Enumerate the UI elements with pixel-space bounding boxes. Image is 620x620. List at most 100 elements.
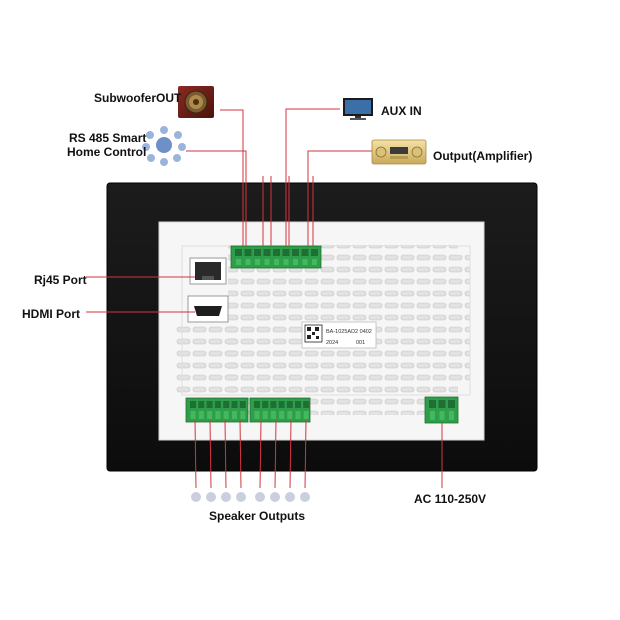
terminal-slot [302, 259, 308, 265]
terminal-screw [190, 401, 196, 408]
subwoofer-speaker-icon [178, 86, 214, 118]
terminal-slot [295, 411, 301, 419]
terminal-slot [190, 411, 196, 419]
terminal-slot [283, 259, 289, 265]
callout-speaker [259, 419, 262, 489]
terminal-slot [262, 411, 268, 419]
sticker-model: BA-1025AD2 0402 [326, 329, 372, 335]
terminal-slot [439, 411, 445, 420]
terminal-screw [254, 249, 261, 256]
label-rs485-line1: RS 485 Smart [69, 131, 147, 145]
terminal-screw [214, 401, 221, 408]
terminal-screw [278, 401, 285, 408]
terminal-screw [270, 401, 277, 408]
terminal-screw [223, 401, 230, 408]
terminal-slot [240, 411, 246, 419]
label-aux-in: AUX IN [381, 104, 422, 118]
callout-rs485 [186, 150, 247, 246]
terminal-slot [245, 259, 251, 265]
terminal-screw [262, 401, 269, 408]
terminal-slot [254, 411, 260, 419]
terminal-slot [303, 411, 309, 419]
callout-aux-in [285, 108, 340, 246]
speaker-output-dots [191, 492, 310, 502]
callout-speaker [304, 419, 307, 489]
vent-grid-lower-left [176, 325, 236, 395]
terminal-screw [295, 401, 301, 408]
label-rj45: Rj45 Port [34, 273, 87, 287]
terminal-slot [232, 411, 237, 419]
callout-speaker [239, 419, 242, 489]
callout-speaker [274, 419, 277, 489]
terminal-screw [311, 249, 318, 256]
label-ac: AC 110-250V [414, 492, 487, 506]
terminal-slot [215, 411, 221, 419]
speaker-output-dot-icon [206, 492, 216, 502]
terminal-screw [263, 249, 271, 256]
sticker-year: 2024 [326, 340, 338, 346]
terminal-slot [255, 259, 260, 265]
terminal-screw [273, 249, 280, 256]
terminal-screw [231, 401, 238, 408]
terminal-slot [449, 411, 454, 420]
speaker-output-dot-icon [300, 492, 310, 502]
terminal-slot [236, 259, 241, 265]
housing-outline [181, 245, 471, 396]
speaker-output-dot-icon [270, 492, 280, 502]
terminal-slot [264, 259, 270, 265]
label-rs485-line2: Home Control [67, 145, 147, 159]
terminal-screw [206, 401, 213, 408]
label-output-amplifier: Output(Amplifier) [433, 149, 533, 163]
hdmi-port [187, 295, 229, 323]
top-terminal-block [230, 245, 322, 269]
speaker-output-dot-icon [191, 492, 201, 502]
terminal-screw [254, 401, 260, 408]
terminal-screw [301, 249, 309, 256]
callout-subwoofer [220, 109, 244, 246]
callout-speaker [209, 419, 212, 489]
monitor-icon [343, 98, 373, 120]
ac-terminal-block [424, 396, 459, 424]
terminal-slot [198, 411, 204, 419]
device-sticker: BA-1025AD2 0402 2024 001 [301, 321, 377, 349]
terminal-screw [303, 401, 310, 408]
terminal-slot [270, 411, 276, 419]
sticker-serial: 001 [356, 340, 365, 346]
smart-home-network-icon [142, 126, 186, 166]
terminal-screw [448, 400, 455, 408]
label-subwoofer: SubwooferOUT [94, 91, 182, 105]
speaker-output-dot-icon [255, 492, 265, 502]
callout-lines [86, 108, 443, 489]
speaker-output-dot-icon [236, 492, 246, 502]
terminal-slot [430, 411, 435, 420]
terminal-screw [438, 400, 446, 408]
terminal-slot [312, 259, 317, 265]
amplifier-receiver-icon [371, 139, 427, 165]
callout-speaker [194, 419, 197, 489]
terminal-screw [286, 401, 293, 408]
rj45-port [189, 257, 227, 285]
terminal-screw [239, 401, 246, 408]
terminal-screw [282, 249, 290, 256]
terminal-slot [287, 411, 293, 419]
callout-speaker [224, 419, 227, 489]
terminal-screw [292, 249, 299, 256]
callout-output [307, 150, 372, 246]
speaker-output-dot-icon [285, 492, 295, 502]
label-hdmi: HDMI Port [22, 307, 80, 321]
terminal-screw [244, 249, 252, 256]
terminal-slot [207, 411, 213, 419]
terminal-screw [235, 249, 242, 256]
callout-speaker [289, 419, 292, 489]
label-speaker-outputs: Speaker Outputs [209, 509, 306, 523]
terminal-slot [279, 411, 285, 419]
speaker-output-dot-icon [221, 492, 231, 502]
terminal-slot [223, 411, 229, 419]
terminal-slot [274, 259, 279, 265]
terminal-slot [293, 259, 298, 265]
terminal-screw [429, 400, 436, 408]
vent-grid-right-col [458, 255, 470, 385]
terminal-screw [198, 401, 205, 408]
